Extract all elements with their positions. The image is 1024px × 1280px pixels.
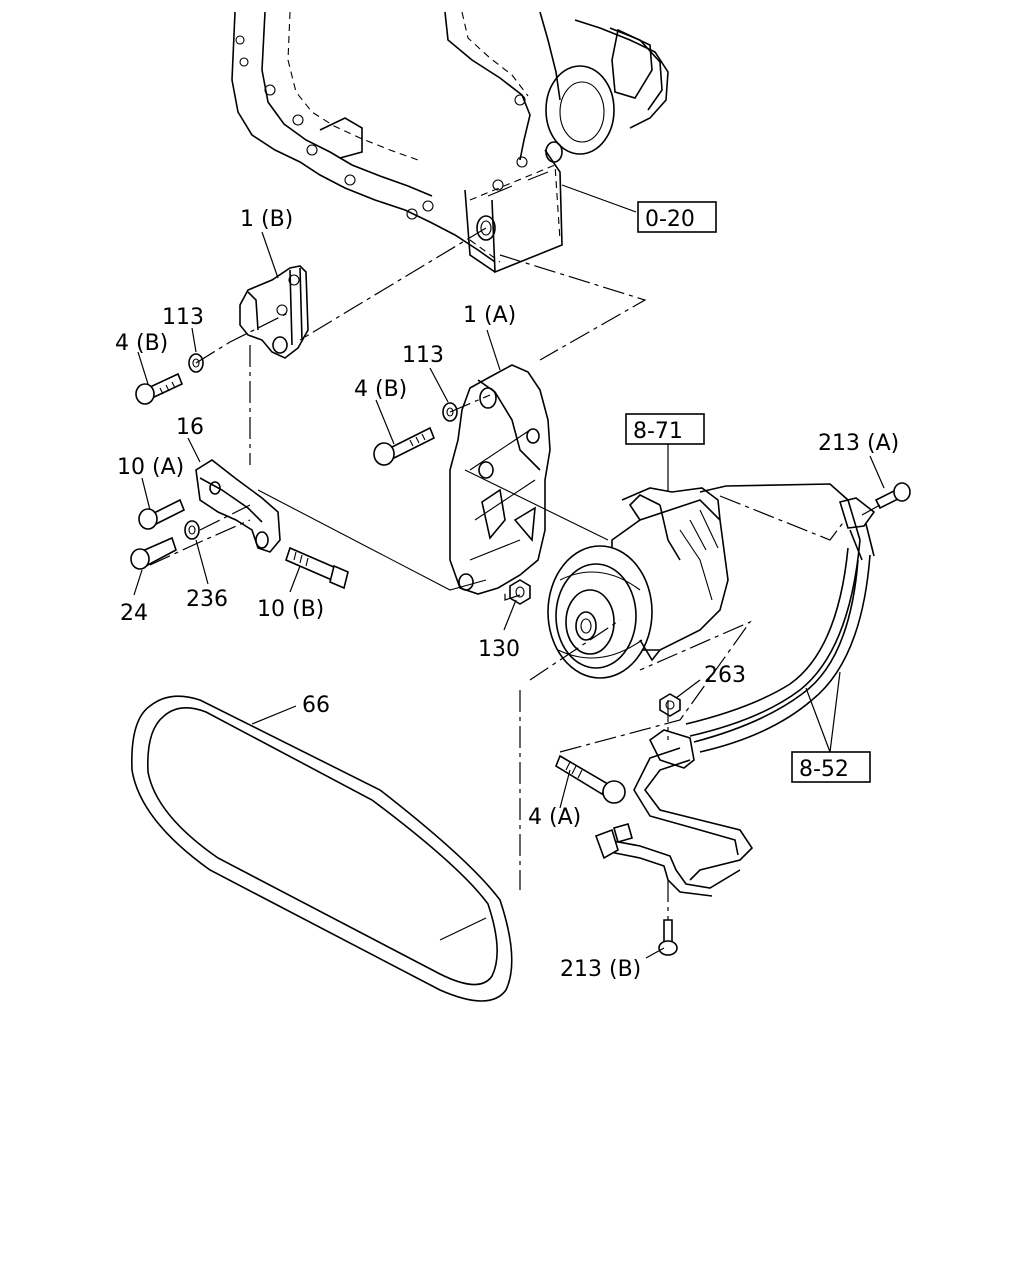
- callout-113-upper: 113: [162, 305, 204, 330]
- callout-236: 236: [186, 587, 228, 612]
- bolt-24: [130, 536, 177, 570]
- ac-compressor: [547, 487, 729, 679]
- bolt-10b: [285, 546, 349, 590]
- bolt-213a: [874, 482, 911, 510]
- bracket-1b: [239, 265, 309, 359]
- bolt-4a: [555, 754, 626, 804]
- callout-213a: 213 (A): [818, 431, 899, 456]
- bolt-4b-lower: [373, 426, 436, 466]
- alignment-lines: [149, 184, 881, 920]
- callout-66: 66: [302, 693, 330, 718]
- callout-10b: 10 (B): [257, 597, 324, 622]
- callout-1a: 1 (A): [463, 303, 516, 328]
- bolt-213b: [658, 919, 678, 956]
- ref-box-0-20[interactable]: 0-20: [637, 201, 717, 233]
- bracket-1a: [449, 364, 551, 595]
- nut-130: [509, 579, 531, 605]
- callout-213b: 213 (B): [560, 957, 641, 982]
- callout-4b-upper: 4 (B): [115, 331, 168, 356]
- ref-label-0-20: 0-20: [645, 207, 695, 232]
- bracket-16: [195, 459, 281, 553]
- ref-label-8-71: 8-71: [633, 419, 683, 444]
- callout-24: 24: [120, 601, 148, 626]
- bolt-4b-upper: [135, 372, 184, 405]
- callout-113-lower: 113: [402, 343, 444, 368]
- ac-hoses: [594, 483, 876, 897]
- leader-lines: [133, 231, 885, 959]
- washer-236: [184, 520, 200, 540]
- bolt-10a: [138, 498, 186, 530]
- ref-box-8-71[interactable]: 8-71: [625, 413, 705, 445]
- callout-4b-lower: 4 (B): [354, 377, 407, 402]
- callout-130: 130: [478, 637, 520, 662]
- engine-front-housing: [231, 11, 669, 274]
- callout-16: 16: [176, 415, 204, 440]
- callout-4a: 4 (A): [528, 805, 581, 830]
- nut-263: [659, 693, 681, 717]
- ref-box-8-52[interactable]: 8-52: [791, 751, 871, 783]
- callout-263: 263: [704, 663, 746, 688]
- ref-label-8-52: 8-52: [799, 757, 849, 782]
- drive-belt-66: [131, 695, 513, 1002]
- callout-1b: 1 (B): [240, 207, 293, 232]
- callout-10a: 10 (A): [117, 455, 184, 480]
